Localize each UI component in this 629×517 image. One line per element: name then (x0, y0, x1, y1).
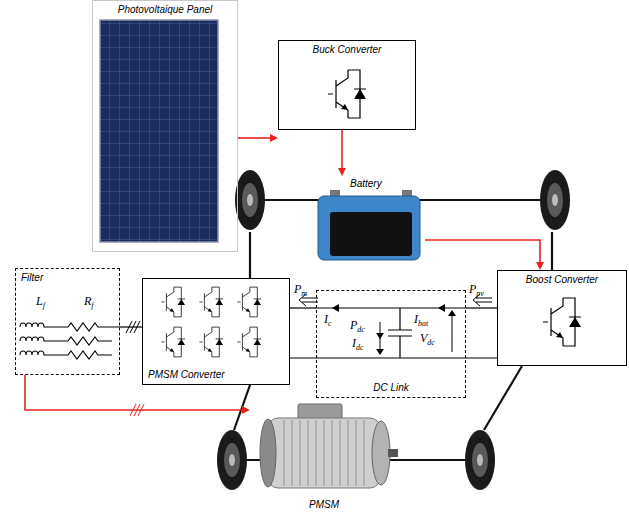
battery-body (318, 196, 420, 260)
signal-label: Idc (352, 336, 364, 352)
battery-picture (318, 190, 420, 260)
signal-label: Ic (324, 312, 332, 328)
signal-label: Ppv (469, 282, 484, 298)
connector-line (425, 240, 540, 262)
signal-label: Pm (294, 282, 307, 298)
dc-link-box: DC Link (316, 290, 466, 398)
capacitor-symbol (388, 308, 412, 358)
arrow-head (536, 262, 544, 270)
filter-windings (20, 323, 120, 359)
battery-node: Battery (305, 176, 425, 266)
panel-cells (100, 20, 218, 242)
end-cap (260, 419, 276, 487)
converter-box: Buck Converter (278, 40, 416, 130)
connector-line (238, 137, 270, 139)
wheel (217, 430, 247, 490)
connector-line (341, 130, 343, 168)
inductor-resistor (20, 337, 112, 345)
cooling-fins (284, 420, 364, 486)
arrow-head (270, 134, 278, 142)
connector (466, 308, 497, 309)
inverter-bridge (161, 287, 261, 357)
converter-box: Boost Converter (497, 270, 627, 366)
wheels (217, 170, 570, 490)
battery-face (330, 212, 412, 256)
connector (120, 327, 142, 328)
converter-box: PMSM Converter (142, 278, 290, 385)
right-frame (484, 232, 552, 430)
arrow-head (242, 406, 250, 414)
signal-label: Pdc (350, 318, 365, 334)
igbt-symbol (237, 287, 261, 317)
node-label: DC Link (373, 382, 409, 394)
motor-node: PMSM (250, 398, 400, 515)
node-label: Photovoltaique Panel (118, 4, 213, 16)
inductor-resistor (20, 351, 112, 359)
connector (290, 308, 316, 309)
igbt-symbol (199, 287, 223, 317)
wheel (540, 170, 570, 230)
node-label: Buck Converter (313, 44, 382, 56)
igbt-symbol (199, 327, 223, 357)
motor-body (268, 418, 380, 488)
igbt-symbol (328, 70, 366, 118)
signal-label: Lf (36, 294, 45, 310)
igbt-symbol (543, 298, 581, 346)
node-label: PMSM Converter (148, 369, 225, 381)
connector (25, 375, 250, 414)
signal-label: Rf (84, 294, 94, 310)
left-frame (234, 232, 250, 430)
igbt-symbol (161, 327, 185, 357)
connector (338, 130, 346, 176)
node-label: PMSM (309, 499, 339, 511)
connector (238, 134, 278, 142)
node-label: Filter (21, 272, 43, 284)
flow-arrows (299, 294, 492, 352)
current-arrow (380, 338, 381, 350)
signal-label: Vdc (420, 331, 435, 347)
igbt-symbol (161, 287, 185, 317)
wheel (465, 430, 495, 490)
panel-frame: Photovoltaique Panel (92, 0, 238, 252)
signal-label: Ibat (414, 312, 428, 328)
power-arrow (380, 322, 381, 334)
inductor-resistor (20, 323, 120, 331)
node-label: Battery (350, 178, 382, 190)
connector-line (25, 375, 242, 410)
connector-line (120, 326, 142, 327)
end-cap (372, 421, 390, 485)
motor-picture (260, 404, 398, 488)
connector (425, 240, 544, 270)
shaft (388, 449, 398, 457)
arrow-head (338, 168, 346, 176)
filter-box: Filter (15, 268, 120, 375)
igbt-symbol (237, 327, 261, 357)
connector-line (466, 307, 497, 308)
voltage-arrow (452, 314, 453, 352)
node-label: Boost Converter (526, 274, 598, 286)
arrow-heads (332, 304, 456, 355)
connector-line (290, 307, 316, 308)
solar-panel (100, 20, 218, 242)
wheel (235, 170, 265, 230)
